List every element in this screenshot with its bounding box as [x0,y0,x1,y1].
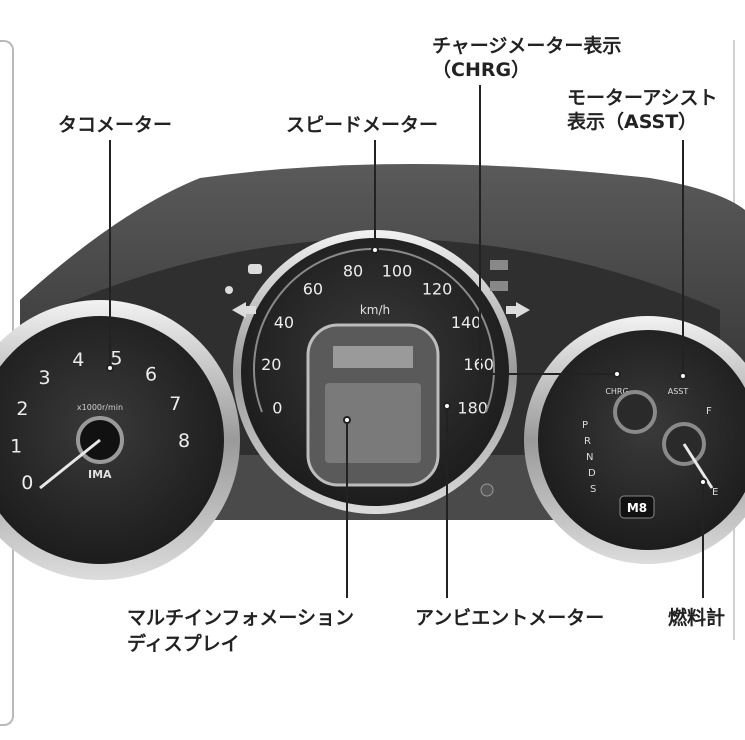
headlight-icon [248,264,262,274]
speedometer-tick-label: 120 [422,280,453,299]
label-multi-info-2: ディスプレイ [127,632,240,656]
system-icon-2 [490,281,508,291]
speedometer-tick-label: 0 [272,399,282,418]
gear-letter: P [582,420,588,431]
mode-badge: M8 [627,501,647,515]
knob-icon [481,484,493,496]
speedometer-tick-label: 100 [382,261,413,280]
gear-letter: R [584,436,591,447]
tachometer-tick-label: 7 [169,393,181,415]
speedometer-tick-label: 80 [343,261,363,280]
gear-letter: S [590,484,596,495]
speedometer-tick-label: 140 [451,313,482,332]
multi-info-logo [333,346,413,368]
tachometer-tick-label: 8 [178,430,190,452]
tachometer-tick-label: 1 [10,436,22,458]
speedometer-tick-label: 180 [457,399,488,418]
tachometer-tick-label: 0 [21,472,33,494]
speedometer-tick-label: 60 [303,280,323,299]
label-tachometer: タコメーター [58,113,172,137]
speedometer-tick-label: 160 [463,355,494,374]
tachometer-unit: x1000r/min [77,403,123,412]
asst-label: ASST [668,387,689,396]
label-charge-meter-1: チャージメーター表示 [432,34,621,58]
label-assist-2: 表示（ASST） [567,110,697,134]
label-fuel-gauge: 燃料計 [668,606,725,630]
label-multi-info-1: マルチインフォメーション [127,606,354,630]
label-speedometer: スピードメーター [286,113,438,137]
assist-hub [615,392,655,432]
tachometer-tick-label: 4 [72,349,84,371]
gear-letter: N [586,452,593,463]
label-assist-1: モーターアシスト [567,86,717,110]
tachometer-tick-label: 6 [145,363,157,385]
gear-letter: D [588,468,596,479]
indicator-dot-icon [225,286,233,294]
tachometer-tick-label: 3 [39,367,51,389]
tachometer-badge: IMA [88,468,112,481]
fuel-empty: E [712,487,718,498]
label-charge-meter-2: （CHRG） [432,58,530,82]
tachometer-tick-label: 2 [16,398,28,420]
speedometer-tick-label: 40 [274,313,294,332]
fuel-full: F [706,406,712,417]
speedometer-unit: km/h [360,303,390,317]
multi-info-screen [325,383,421,463]
system-icon-1 [490,260,508,270]
label-ambient-meter: アンビエントメーター [415,606,604,630]
speedometer-tick-label: 20 [261,355,281,374]
